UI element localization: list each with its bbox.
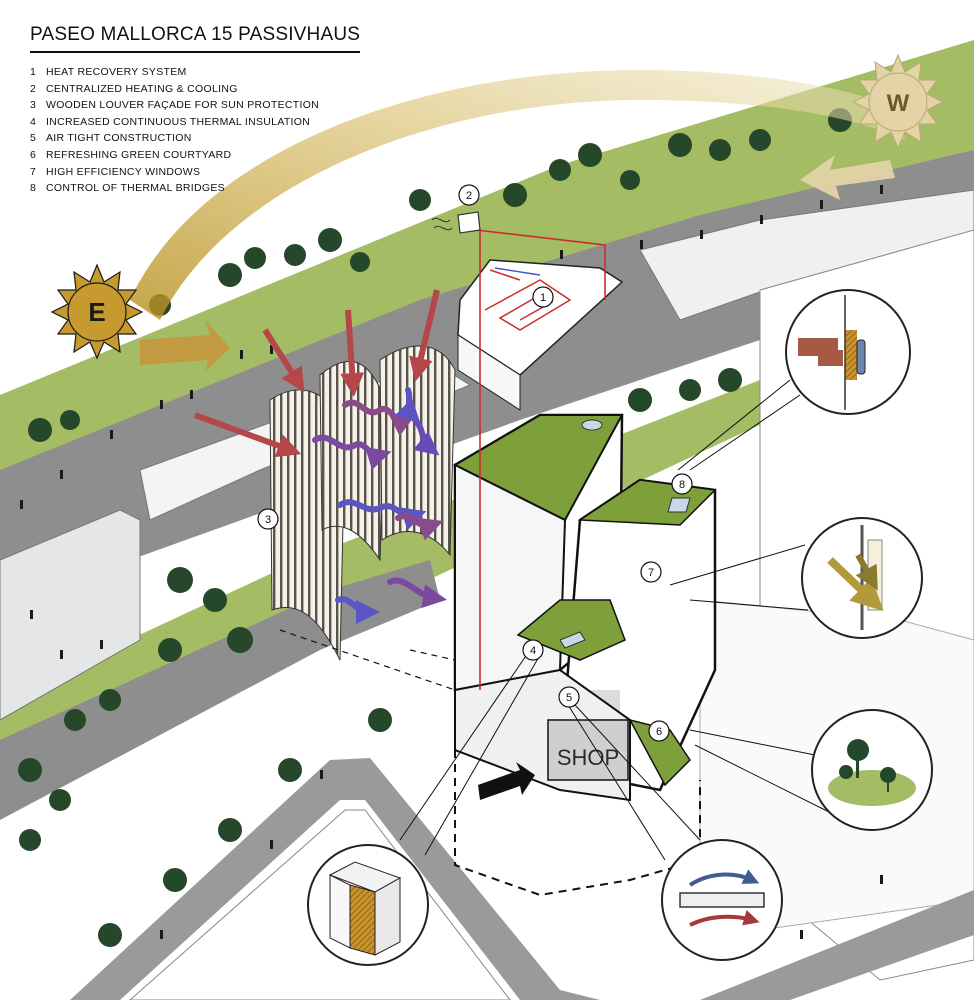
marker-5-label: 5 [566, 692, 572, 704]
entrance-arrow [478, 762, 535, 800]
street-bottom [70, 758, 600, 1000]
marker-8: 8 [671, 473, 693, 495]
marker-7-label: 7 [648, 567, 654, 579]
marker-8-label: 8 [679, 479, 685, 491]
sun-east-letter: E [88, 297, 105, 327]
legend-item: 3 WOODEN LOUVER FAÇADE FOR SUN PROTECTION [30, 97, 319, 114]
legend-item-label: CENTRALIZED HEATING & COOLING [46, 82, 238, 95]
legend-item-number: 5 [30, 132, 37, 145]
sun-west-letter: W [887, 90, 910, 117]
avenue [0, 210, 974, 615]
marker-5: 5 [558, 686, 580, 708]
street-right [700, 890, 974, 1000]
diagram-title: PASEO MALLORCA 15 PASSIVHAUS [30, 24, 361, 53]
legend: 1 HEAT RECOVERY SYSTEM 2 CENTRALIZED HEATI… [30, 64, 319, 197]
legend-item: 7 HIGH EFFICIENCY WINDOWS [30, 164, 319, 181]
airflow-arrows [312, 387, 447, 624]
legend-item-label: HEAT RECOVERY SYSTEM [46, 66, 187, 78]
detail-insulation [307, 649, 541, 966]
legend-item-label: HIGH EFFICIENCY WINDOWS [46, 165, 201, 178]
legend-item-label: WOODEN LOUVER FAÇADE FOR SUN PROTECTION [46, 99, 320, 112]
marker-4: 4 [522, 639, 544, 661]
shop-front [547, 719, 629, 781]
sun-east-icon: E [50, 263, 144, 360]
legend-item-number: 8 [30, 182, 37, 195]
marker-1: 1 [532, 286, 554, 308]
legend-item-label: INCREASED CONTINUOUS THERMAL INSULATION [46, 115, 311, 128]
legend-item-number: 3 [30, 99, 37, 112]
pedestrians [20, 185, 883, 939]
marker-2-label: 2 [466, 190, 472, 202]
cooling-pipe [494, 267, 541, 276]
marker-3: 3 [257, 508, 279, 530]
legend-item: 1 HEAT RECOVERY SYSTEM [30, 64, 319, 81]
heat-pump-unit [431, 211, 481, 234]
heating-pipe [475, 229, 606, 690]
legend-item: 5 AIR TIGHT CONSTRUCTION [30, 130, 319, 147]
marker-4-label: 4 [530, 645, 536, 657]
main-building: SHOP [279, 229, 717, 897]
detail-window [669, 517, 923, 639]
sun-west-ray-arrow [800, 155, 895, 200]
detail-air-tight [564, 699, 783, 961]
detail-courtyard [689, 709, 933, 831]
detail-thermal-bridge [677, 289, 911, 471]
legend-item: 4 INCREASED CONTINUOUS THERMAL INSULATION [30, 114, 319, 131]
marker-7: 7 [640, 561, 662, 583]
marker-6: 6 [648, 720, 670, 742]
legend-item-number: 6 [30, 148, 37, 161]
legend-item-number: 1 [30, 66, 37, 78]
legend-item-label: CONTROL OF THERMAL BRIDGES [46, 182, 225, 195]
sun-west-icon: W [851, 53, 945, 150]
legend-item-number: 2 [30, 82, 37, 95]
legend-item-label: REFRESHING GREEN COURTYARD [46, 148, 232, 161]
legend-item-number: 4 [30, 115, 37, 128]
marker-2: 2 [458, 184, 480, 206]
marker-1-label: 1 [540, 292, 546, 304]
road-lower [0, 509, 141, 721]
legend-item: 6 REFRESHING GREEN COURTYARD [30, 147, 319, 164]
marker-6-label: 6 [656, 726, 662, 738]
sun-east-ray-arrow [140, 320, 230, 372]
green-terrace [516, 599, 626, 661]
sun-path-arc [130, 70, 905, 320]
marker-3-label: 3 [265, 514, 271, 526]
sun-ray-arrows [193, 289, 440, 458]
shop-sign: SHOP [557, 745, 619, 770]
legend-item-label: AIR TIGHT CONSTRUCTION [46, 132, 192, 145]
legend-item: 2 CENTRALIZED HEATING & COOLING [30, 81, 319, 98]
legend-item-number: 7 [30, 165, 37, 178]
legend-item: 8 CONTROL OF THERMAL BRIDGES [30, 180, 319, 197]
